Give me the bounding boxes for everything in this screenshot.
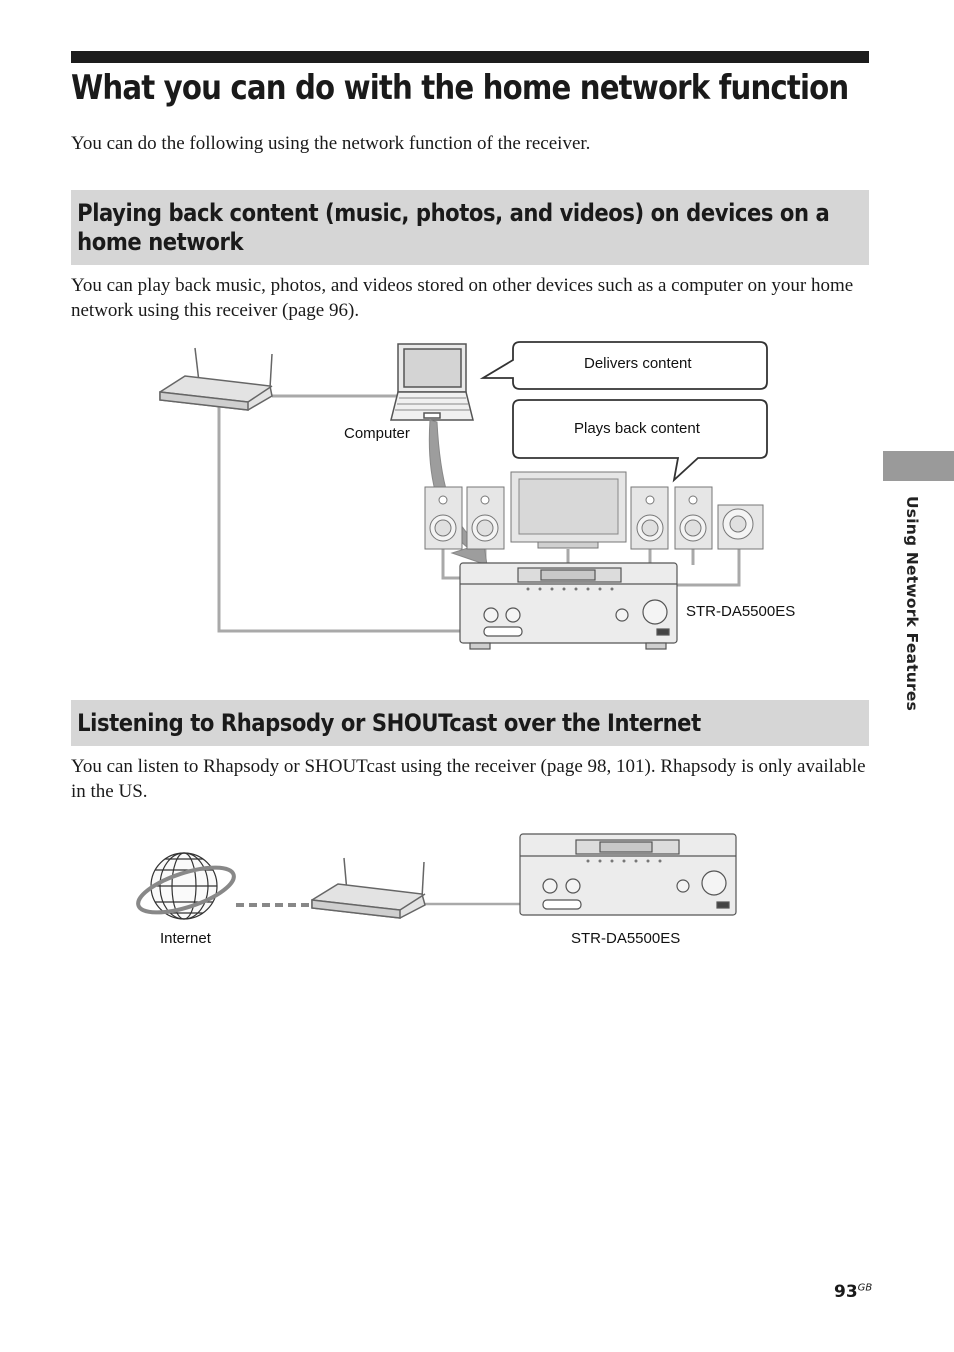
router-icon xyxy=(159,347,273,411)
subwoofer-icon xyxy=(717,504,764,550)
section1-heading: Playing back content (music, photos, and… xyxy=(77,199,830,256)
delivers-content-bubble xyxy=(479,341,768,390)
delivers-content-label: Delivers content xyxy=(584,355,692,372)
internet-label: Internet xyxy=(160,930,211,947)
section2-heading-band: Listening to Rhapsody or SHOUTcast over … xyxy=(71,700,869,746)
globe-icon xyxy=(136,852,236,920)
section1-heading-band: Playing back content (music, photos, and… xyxy=(71,190,869,265)
page-number: 93GB xyxy=(834,1282,872,1302)
page-number-value: 93 xyxy=(834,1282,858,1302)
speaker-icon xyxy=(424,486,463,550)
section2-body: You can listen to Rhapsody or SHOUTcast … xyxy=(71,756,866,802)
plays-back-content-bubble xyxy=(512,399,768,483)
speaker-icon xyxy=(674,486,713,550)
receiver-icon xyxy=(459,562,678,650)
side-tab-label: Using Network Features xyxy=(903,496,921,712)
page-title: What you can do with the home network fu… xyxy=(71,68,849,108)
receiver-icon xyxy=(519,833,737,916)
page-number-suffix: GB xyxy=(857,1282,873,1294)
computer-icon xyxy=(390,343,474,421)
section1-body: You can play back music, photos, and vid… xyxy=(71,275,854,321)
title-rule xyxy=(71,51,869,63)
side-tab-marker xyxy=(883,451,954,481)
intro-text: You can do the following using the netwo… xyxy=(71,133,591,154)
plays-back-content-label: Plays back content xyxy=(574,420,700,437)
computer-label: Computer xyxy=(344,425,410,442)
speaker-icon xyxy=(630,486,669,550)
receiver-label: STR-DA5500ES xyxy=(686,603,796,620)
section2-heading: Listening to Rhapsody or SHOUTcast over … xyxy=(77,709,701,737)
speaker-icon xyxy=(466,486,505,550)
router-icon xyxy=(311,857,426,919)
receiver-label-2: STR-DA5500ES xyxy=(571,930,681,947)
tv-icon xyxy=(510,471,627,549)
